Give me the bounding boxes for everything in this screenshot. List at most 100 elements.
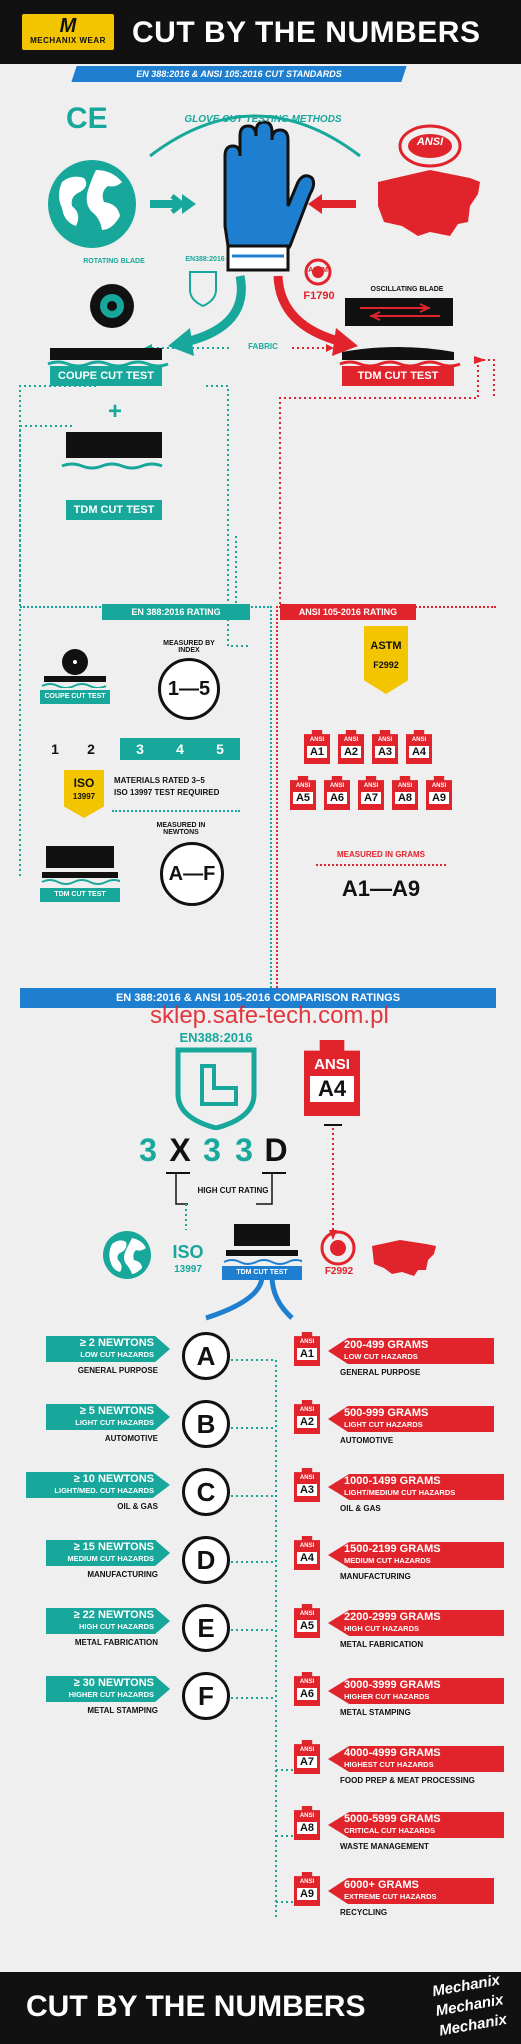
watermark-url: sklep.safe-tech.com.pl <box>150 1002 389 1029</box>
ansi-rating-header: ANSI 105-2016 RATING <box>280 604 416 620</box>
en-level-b-use: AUTOMOTIVE <box>104 1434 158 1443</box>
astm-comparison-icon <box>320 1230 356 1266</box>
tdm-cut-test-label-right: TDM CUT TEST <box>342 366 454 386</box>
index-3: 3 <box>136 741 144 757</box>
en388-shield-icon <box>175 1047 257 1130</box>
iso-comparison-num: 13997 <box>174 1264 202 1275</box>
iso-badge-text: ISO <box>73 776 95 790</box>
ansi-logo <box>398 124 462 168</box>
ansi-level-a6-use: METAL STAMPING <box>340 1708 411 1717</box>
ansi-level-a9-use: RECYCLING <box>340 1908 388 1917</box>
tdm-small-icon <box>41 846 120 885</box>
coupe-cut-test-label: COUPE CUT TEST <box>50 366 162 386</box>
logo-wordmark: MECHANIX WEAR <box>30 36 106 45</box>
ansi-logo-text: ANSI <box>416 136 444 148</box>
ansi-level-a5-use: METAL FABRICATION <box>340 1640 424 1649</box>
ce-mark: CE <box>66 102 108 135</box>
measured-by-index-label: MEASURED BY INDEX <box>163 640 215 654</box>
index-highlight <box>120 738 240 760</box>
astm-f2992-badge-num: F2992 <box>373 660 399 670</box>
ansi-a4-badge-level: A4 <box>310 1076 354 1102</box>
page-title: CUT BY THE NUMBERS <box>132 16 481 49</box>
methods-graphics <box>19 114 495 876</box>
astm-f2992-badge-text: ASTM <box>370 640 402 652</box>
en388-badge-label: EN388:2016 <box>185 256 225 263</box>
oscillating-blade-icon <box>345 298 453 326</box>
tdm-cut-test-label-left: TDM CUT TEST <box>66 500 162 520</box>
logo-mark: M <box>59 15 77 37</box>
measured-in-grams-label: MEASURED IN GRAMS <box>336 850 425 859</box>
astm-badge-icon <box>304 258 332 286</box>
rotating-blade-icon <box>90 284 134 328</box>
fabric-label: FABRIC <box>248 342 278 351</box>
iso-badge <box>64 770 104 818</box>
level-list-connectors <box>226 1359 296 1920</box>
ansi-level-a8-use: WASTE MANAGEMENT <box>340 1842 429 1851</box>
en-level-f-letter: F <box>182 1672 230 1720</box>
ansi-level-a7-use: FOOD PREP & MEAT PROCESSING <box>340 1776 475 1785</box>
en-level-c-letter: C <box>182 1468 230 1516</box>
grams-underline <box>316 864 446 866</box>
standards-subtitle: EN 388:2016 & ANSI 105:2016 CUT STANDARD… <box>136 69 342 79</box>
code-digit-4: 3 <box>235 1132 253 1168</box>
en-level-a-letter: A <box>182 1332 230 1380</box>
en-rating-header: EN 388:2016 RATING <box>102 604 250 620</box>
en-level-c-use: OIL & GAS <box>117 1502 158 1511</box>
tdm-comparison-label: TDM CUT TEST <box>222 1266 302 1280</box>
coupe-small-label: COUPE CUT TEST <box>40 690 110 704</box>
en-level-e-letter: E <box>182 1604 230 1652</box>
en-level-e-use: METAL FABRICATION <box>74 1638 158 1647</box>
ansi-a4-badge-top: ANSI <box>314 1056 350 1073</box>
globe-icon <box>48 160 136 248</box>
glove-icon <box>223 120 316 272</box>
ansi-level-a2-use: AUTOMOTIVE <box>340 1436 394 1445</box>
en-level-f-use: METAL STAMPING <box>87 1706 158 1715</box>
letter-range-circle: A—F <box>160 842 224 906</box>
code-digit-1: 3 <box>139 1132 157 1168</box>
ansi-level-a3-use: OIL & GAS <box>340 1504 381 1513</box>
code-digit-5: D <box>264 1132 288 1168</box>
footer-bar <box>0 1972 521 2044</box>
plus-sign: + <box>107 398 122 425</box>
en388-comparison-label: EN388:2016 <box>179 1030 253 1045</box>
comparison-banner-text: EN 388:2016 & ANSI 105-2016 COMPARISON R… <box>115 992 401 1004</box>
high-cut-rating-label: HIGH CUT RATING <box>197 1186 269 1195</box>
arc-title: GLOVE CUT TESTING METHODS <box>184 114 342 125</box>
oscillating-blade-label: OSCILLATING BLADE <box>370 286 444 293</box>
en-level-b-letter: B <box>182 1400 230 1448</box>
iso-comparison-text: ISO <box>172 1242 204 1262</box>
index-1: 1 <box>51 741 59 757</box>
en-rating-code: 3 X 3 3 D <box>134 1132 304 1168</box>
en-shield-icon <box>189 271 217 308</box>
mechanix-logo: M MECHANIX WEAR <box>22 14 114 50</box>
